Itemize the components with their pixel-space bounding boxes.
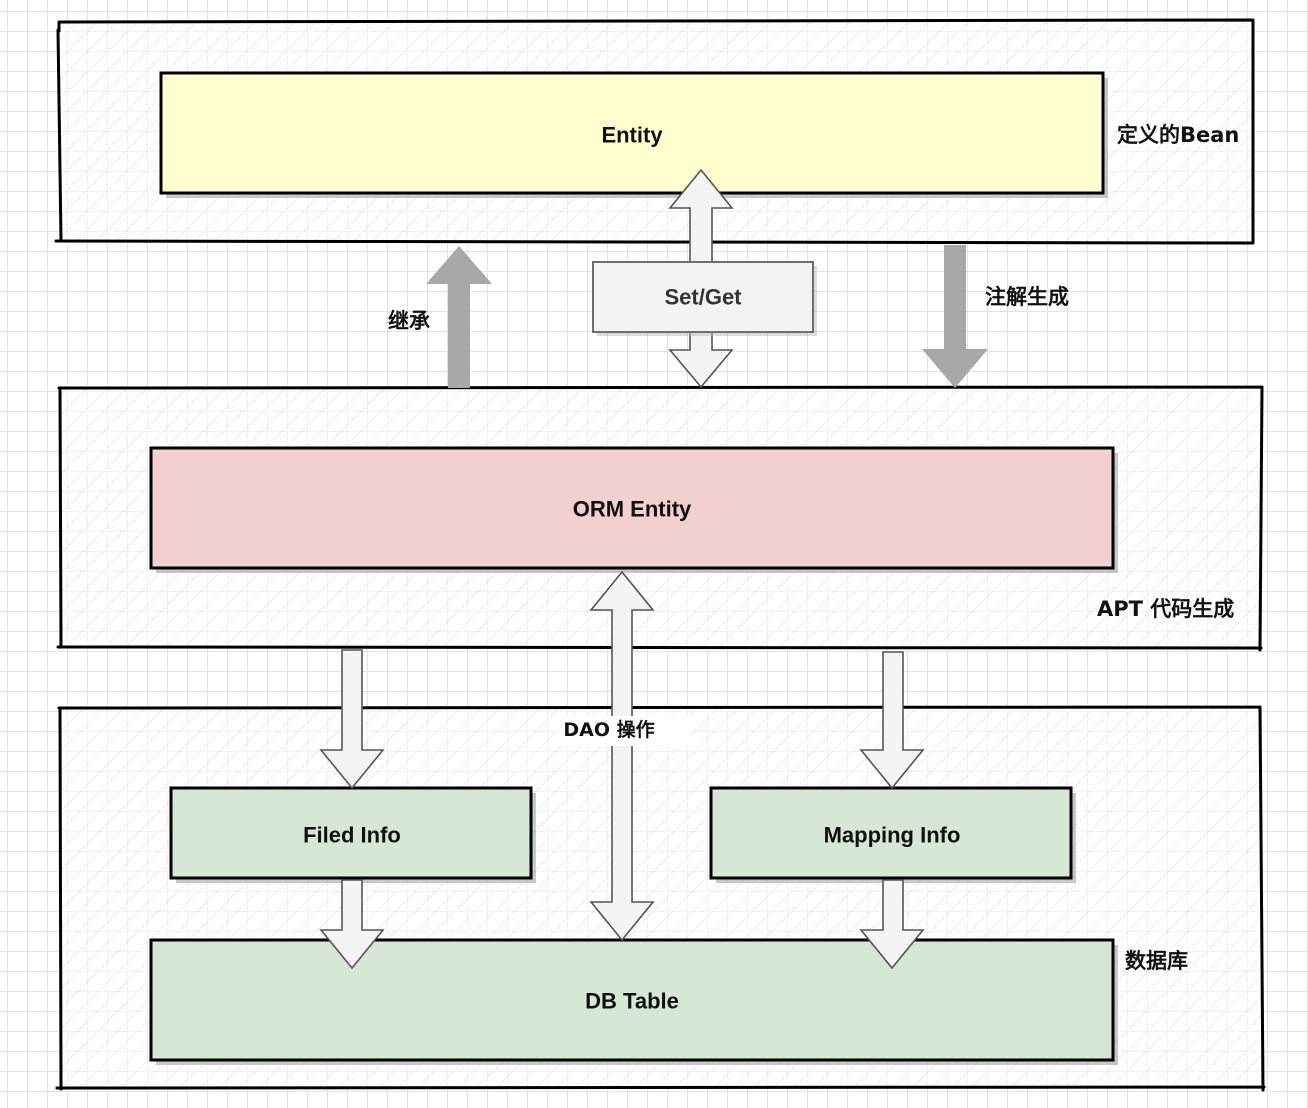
mapping-info-box: Mapping Info xyxy=(709,786,1076,883)
mapping-info-to-db-table-arrow xyxy=(859,879,925,970)
orm-to-filed-info-arrow xyxy=(319,649,385,790)
orm-entity-box: ORM Entity xyxy=(149,446,1118,573)
apt-layer-label: APT 代码生成 xyxy=(1097,597,1234,621)
mapping-info-to-db-table-arrow-shape xyxy=(859,879,925,970)
entity-layer-label: 定义的Bean xyxy=(1117,123,1239,147)
entity-label: Entity xyxy=(601,123,663,148)
orm-to-mapping-info-arrow-shape xyxy=(859,651,925,790)
filed-info-to-db-table-arrow xyxy=(319,879,385,970)
set-get-box-rect xyxy=(592,261,814,333)
orm-entity-box-rect xyxy=(149,446,1115,570)
set-get-box: Set/Get xyxy=(592,261,817,336)
db-layer-border xyxy=(55,705,1266,1092)
orm-to-filed-info-arrow-shape xyxy=(319,649,385,790)
filed-info-label: Filed Info xyxy=(303,823,401,848)
db-table-box: DB Table xyxy=(149,938,1118,1065)
inherit-arrow: 继承 xyxy=(388,246,492,388)
db-layer-label: 数据库 xyxy=(1125,949,1188,973)
inherit-label: 继承 xyxy=(388,309,430,333)
dao-operation-double-arrow: DAO 操作 xyxy=(556,570,690,942)
entity-box: Entity xyxy=(159,71,1108,198)
inherit-arrow-shape xyxy=(426,246,492,388)
annotation-generate-label: 注解生成 xyxy=(985,285,1069,309)
db-table-box-rect xyxy=(149,938,1115,1062)
dao-operation-label: DAO 操作 xyxy=(563,718,654,741)
filed-info-box: Filed Info xyxy=(169,786,536,883)
set-get-label: Set/Get xyxy=(664,285,742,310)
mapping-info-label: Mapping Info xyxy=(824,823,961,848)
filed-info-to-db-table-arrow-shape xyxy=(319,879,385,970)
dao-operation-arrow-shape xyxy=(589,570,655,942)
mapping-info-box-rect xyxy=(709,786,1073,880)
db-table-label: DB Table xyxy=(585,989,679,1014)
apt-layer-border xyxy=(56,385,1264,652)
orm-entity-label: ORM Entity xyxy=(573,497,692,522)
orm-to-mapping-info-arrow xyxy=(859,651,925,790)
entity-layer-border xyxy=(54,18,1255,245)
annotation-generate-arrow: 注解生成 xyxy=(922,245,1069,388)
filed-info-box-rect xyxy=(169,786,533,880)
dao-operation-label-bg xyxy=(556,716,690,746)
entity-box-rect xyxy=(159,71,1105,195)
annotation-generate-arrow-shape xyxy=(922,245,988,388)
